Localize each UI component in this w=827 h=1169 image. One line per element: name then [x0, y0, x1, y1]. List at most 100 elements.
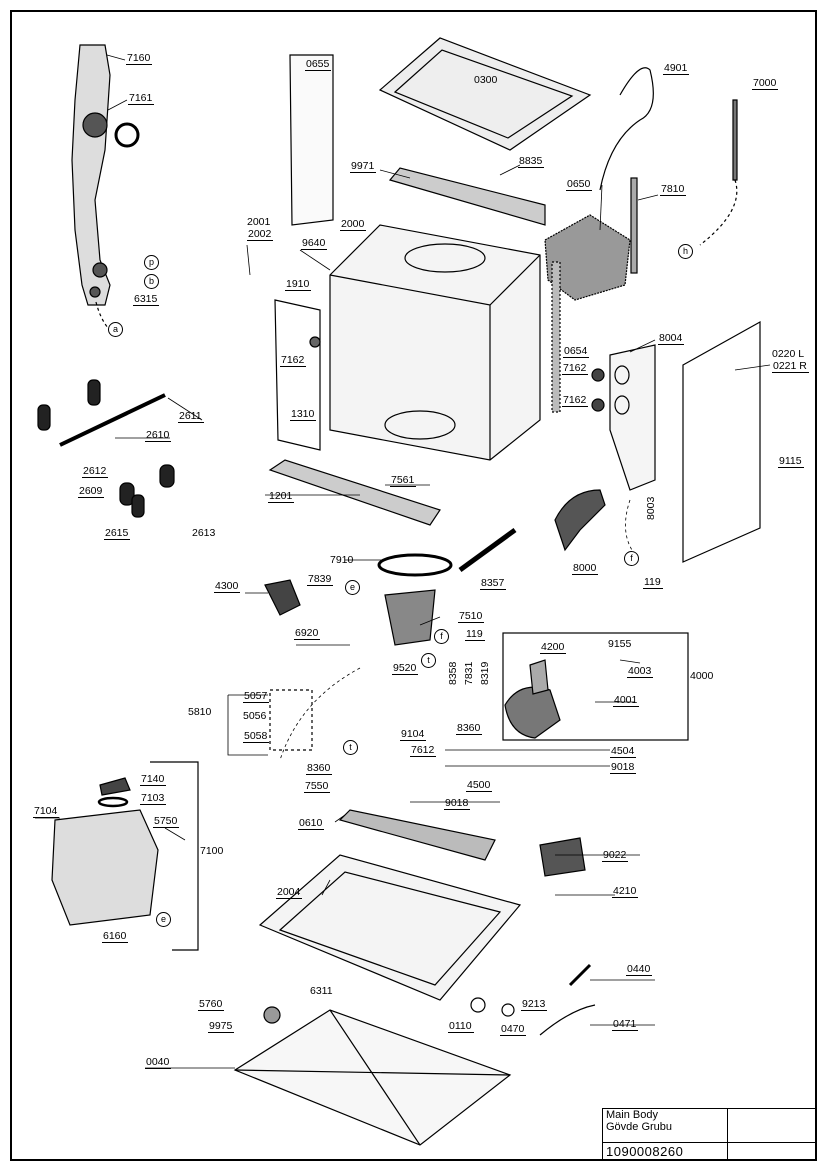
ref-marker-f-door: f: [624, 551, 639, 566]
part-label-7162-right-bottom: 7162: [562, 394, 589, 407]
rail-shape: [388, 167, 546, 226]
part-label-9104: 9104: [400, 728, 427, 741]
part-label-7161: 7161: [128, 92, 155, 105]
part-label-0470: 0470: [500, 1023, 527, 1036]
part-label-8357: 8357: [480, 577, 507, 590]
part-label-2610: 2610: [145, 429, 172, 442]
part-label-8358: 8358: [447, 661, 459, 685]
part-label-4300: 4300: [214, 580, 241, 593]
part-label-0300: 0300: [474, 74, 498, 86]
part-label-5750: 5750: [153, 815, 180, 828]
motor-shape: [504, 686, 561, 739]
part-label-7160: 7160: [126, 52, 153, 65]
title-name-en: Main Body: [606, 1109, 658, 1121]
part-label-7550: 7550: [304, 780, 331, 793]
part-label-1201: 1201: [268, 490, 295, 503]
part-label-0040: 0040: [145, 1056, 172, 1069]
part-label-7162-right-top: 7162: [562, 362, 589, 375]
part-label-8360-right: 8360: [456, 722, 483, 735]
part-label-1310: 1310: [290, 408, 317, 421]
kit-box: [269, 689, 313, 751]
part-label-7000: 7000: [752, 77, 779, 90]
ref-marker-f-sump: f: [434, 629, 449, 644]
part-label-7810: 7810: [660, 183, 687, 196]
part-label-5058: 5058: [243, 730, 270, 743]
sensor-rod-shape: [732, 99, 738, 181]
part-label-9018-right: 9018: [610, 761, 637, 774]
ref-marker-e-top: e: [345, 580, 360, 595]
part-label-0110: 0110: [448, 1020, 474, 1033]
part-label-4500: 4500: [466, 779, 493, 792]
part-label-0654: 0654: [563, 345, 590, 358]
sump-ring-shape: [377, 553, 453, 577]
part-label-9155: 9155: [608, 638, 632, 650]
part-label-7103: 7103: [140, 792, 167, 805]
part-label-0650: 0650: [566, 178, 593, 191]
part-label-4210: 4210: [612, 885, 639, 898]
part-label-7100: 7100: [200, 845, 224, 857]
part-label-5057: 5057: [243, 690, 270, 703]
part-label-7104: 7104: [33, 805, 60, 818]
title-name-tr: Gövde Grubu: [606, 1121, 673, 1133]
part-label-7910: 7910: [330, 554, 354, 566]
part-label-7140: 7140: [140, 773, 167, 786]
door-panel-shape: [682, 320, 761, 563]
hinge-shape: [554, 489, 606, 552]
part-label-7510: 7510: [458, 610, 485, 623]
part-label-0221: 0221 R: [772, 360, 809, 373]
cable-shape: [599, 67, 654, 191]
part-label-2612: 2612: [82, 465, 109, 478]
part-label-2613: 2613: [192, 527, 216, 539]
softener-box: [150, 761, 199, 951]
part-label-6920: 6920: [294, 627, 321, 640]
part-label-0610: 0610: [298, 817, 325, 830]
part-label-9520: 9520: [392, 662, 419, 675]
part-label-8319: 8319: [479, 661, 491, 685]
part-label-9971: 9971: [350, 160, 377, 173]
drawing-frame: [10, 10, 817, 1161]
front-rail-shape: [268, 459, 441, 526]
base-frame-shape: [258, 854, 522, 1001]
display-card-shape: [539, 837, 586, 877]
part-label-7612: 7612: [410, 744, 437, 757]
tub-shape: [329, 224, 541, 461]
part-label-9018-bottom: 9018: [444, 797, 471, 810]
part-label-4001: 4001: [613, 694, 640, 707]
part-label-8004: 8004: [658, 332, 685, 345]
part-label-4901: 4901: [663, 62, 690, 75]
part-label-119-sump: 119: [465, 628, 485, 641]
part-label-8835: 8835: [518, 155, 545, 168]
part-label-7162-left: 7162: [280, 354, 307, 367]
part-label-7561: 7561: [390, 474, 417, 487]
part-label-1910: 1910: [285, 278, 312, 291]
part-label-0440: 0440: [626, 963, 653, 976]
pump-shape: [264, 579, 301, 616]
hose-shape: [458, 527, 517, 573]
side-panel-shape: [274, 299, 321, 451]
part-label-0471: 0471: [612, 1018, 639, 1031]
ref-marker-t-top: t: [421, 653, 436, 668]
part-label-5760: 5760: [198, 998, 225, 1011]
title-block: Main Body Gövde Grubu 1090008260: [602, 1108, 816, 1160]
pump-group-box: [502, 632, 689, 741]
side-bracket-shape: [71, 44, 111, 306]
part-label-4504: 4504: [610, 745, 637, 758]
part-label-2002: 2002: [247, 228, 274, 241]
part-label-6160: 6160: [102, 930, 129, 943]
title-name-cell: Main Body Gövde Grubu: [602, 1108, 728, 1143]
ref-marker-p: p: [144, 255, 159, 270]
part-label-8003: 8003: [645, 496, 657, 520]
title-empty-cell-2: [727, 1142, 816, 1160]
ring-seal-shape: [114, 122, 140, 148]
part-label-2001: 2001: [247, 216, 271, 228]
title-empty-cell: [727, 1108, 816, 1143]
ref-marker-a: a: [108, 322, 123, 337]
part-label-6311: 6311: [310, 985, 333, 997]
seal-strip-shape: [551, 261, 561, 413]
door-inner-shape: [609, 344, 656, 491]
part-label-9022: 9022: [602, 849, 629, 862]
ref-marker-t-bottom: t: [343, 740, 358, 755]
rod-shape: [59, 393, 166, 447]
part-label-5056: 5056: [243, 710, 267, 722]
